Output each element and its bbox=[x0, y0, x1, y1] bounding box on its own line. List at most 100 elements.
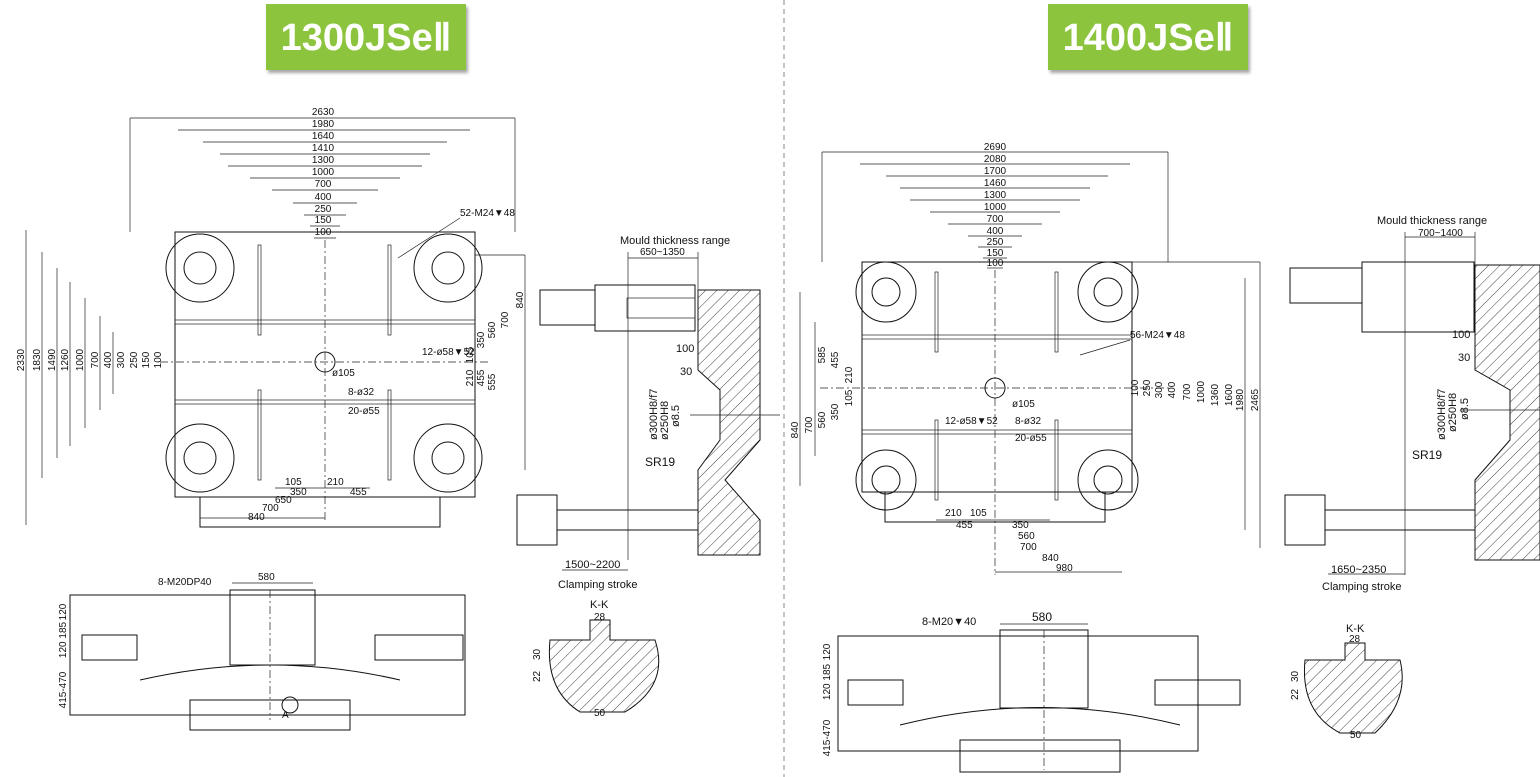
note-holes3: 20-ø55 bbox=[1015, 433, 1047, 444]
dim-height-1: 2330 bbox=[16, 348, 27, 371]
dim-height-3: 1490 bbox=[47, 348, 58, 371]
dim-right-5: 700 bbox=[1182, 383, 1193, 400]
section-w1: 28 bbox=[1349, 634, 1361, 645]
dim-bottom-4: 350 bbox=[290, 487, 307, 498]
dim-height-6: 700 bbox=[90, 351, 101, 368]
bottom-h1: 120 bbox=[822, 643, 833, 660]
dim-right-5: 105 bbox=[465, 346, 476, 363]
side-dia2: ø250H8 bbox=[659, 401, 671, 440]
note-holes3: 20-ø55 bbox=[348, 406, 380, 417]
side-dia3: ø8.5 bbox=[670, 405, 682, 427]
dim-right-1: 840 bbox=[515, 291, 526, 308]
bottom-tap: 8-M20DP40 bbox=[158, 577, 212, 588]
dim-width-9: 250 bbox=[315, 204, 332, 215]
right-right-dims: 100 250 300 400 700 1000 1360 1600 1980 … bbox=[1130, 261, 1261, 548]
dim-bottom-1: 210 bbox=[945, 508, 962, 519]
side-dia1: ø300H8/f7 bbox=[648, 389, 660, 440]
dim-right-7: 1360 bbox=[1210, 383, 1221, 406]
dim-bottom-5: 650 bbox=[275, 495, 292, 506]
note-holes1: 12-ø58▼52 bbox=[422, 347, 475, 358]
right-left-dims: 585 455 210 105 350 560 700 840 bbox=[790, 292, 855, 486]
dim-height-4: 1260 bbox=[60, 348, 71, 371]
dim-width-7: 700 bbox=[987, 214, 1004, 225]
dim-width-6: 1000 bbox=[312, 167, 335, 178]
dim-height-9: 250 bbox=[129, 351, 140, 368]
dim-left-2: 455 bbox=[830, 351, 841, 368]
dim-height-5: 1000 bbox=[75, 348, 86, 371]
left-bottom-dims: 105 210 455 350 650 700 840 bbox=[200, 477, 370, 523]
dim-left-8: 840 bbox=[790, 421, 801, 438]
bottom-h2: 120 185 bbox=[58, 621, 69, 658]
side-dia3: ø8.5 bbox=[1459, 398, 1471, 420]
clamping-stroke-label: Clamping stroke bbox=[1322, 581, 1401, 593]
dim-left-7: 700 bbox=[804, 416, 815, 433]
dim-left-4: 105 bbox=[844, 389, 855, 406]
dim-right-2: 700 bbox=[500, 311, 511, 328]
dim-right-4: 350 bbox=[476, 331, 487, 348]
dim-left-5: 350 bbox=[830, 403, 841, 420]
dim-height-11: 100 bbox=[153, 351, 164, 368]
right-side-view: Mould thickness range 700~1400 100 30 ø3… bbox=[1284, 215, 1540, 593]
dim-width-8: 400 bbox=[315, 192, 332, 203]
side-d100: 100 bbox=[1452, 329, 1470, 341]
dim-bottom-7: 840 bbox=[1042, 553, 1059, 564]
clamping-stroke: 1500~2200 bbox=[565, 559, 620, 571]
dim-bottom-3: 455 bbox=[956, 520, 973, 531]
section-h1: 30 bbox=[532, 648, 543, 660]
section-h2: 22 bbox=[532, 670, 543, 682]
left-side-view: Mould thickness range 650~1350 100 30 ø3… bbox=[516, 235, 780, 591]
section-h2: 22 bbox=[1290, 688, 1301, 700]
dim-width-10: 150 bbox=[315, 215, 332, 226]
right-notes: 56-M24▼48 12-ø58▼52 ø105 8-ø32 20-ø55 bbox=[945, 330, 1185, 444]
right-section-kk: K-K 28 30 22 50 bbox=[1290, 623, 1403, 741]
bottom-width: 580 bbox=[258, 572, 275, 583]
side-d100: 100 bbox=[676, 343, 694, 355]
note-holes2: 8-ø32 bbox=[1015, 416, 1042, 427]
side-dia2: ø250H8 bbox=[1447, 393, 1459, 432]
dim-right-8: 555 bbox=[487, 373, 498, 390]
dim-width-3: 1700 bbox=[984, 166, 1007, 177]
dim-width-11: 100 bbox=[987, 258, 1004, 269]
dim-height-10: 150 bbox=[141, 351, 152, 368]
bottom-marker: A bbox=[282, 710, 289, 721]
dim-right-8: 1600 bbox=[1224, 383, 1235, 406]
right-bottom-dims: 210 105 455 350 560 700 840 980 bbox=[936, 508, 1122, 574]
left-bottom-view: 580 8-M20DP40 120 120 185 415-470 A bbox=[58, 572, 466, 731]
side-sr: SR19 bbox=[1412, 448, 1442, 462]
dim-left-6: 560 bbox=[817, 411, 828, 428]
note-tap: 56-M24▼48 bbox=[1130, 330, 1185, 341]
dim-height-7: 400 bbox=[103, 351, 114, 368]
dim-height-2: 1830 bbox=[32, 348, 43, 371]
left-height-dims: 2330 1830 1490 1260 1000 700 400 300 250… bbox=[16, 230, 164, 525]
dim-width-1: 2690 bbox=[984, 142, 1007, 153]
right-bottom-view: 580 8-M20▼40 120 120 185 415-470 bbox=[822, 610, 1241, 773]
dim-right-6: 1000 bbox=[1196, 380, 1207, 403]
bottom-tap: 8-M20▼40 bbox=[922, 616, 976, 628]
clamping-stroke: 1650~2350 bbox=[1331, 564, 1386, 576]
dim-right-1: 100 bbox=[1130, 379, 1141, 396]
dim-width-4: 1410 bbox=[312, 143, 335, 154]
dim-right-3: 300 bbox=[1154, 381, 1165, 398]
dim-left-1: 585 bbox=[817, 346, 828, 363]
clamping-stroke-label: Clamping stroke bbox=[558, 579, 637, 591]
note-tap: 52-M24▼48 bbox=[460, 208, 515, 219]
note-holes2: 8-ø32 bbox=[348, 387, 375, 398]
side-d30: 30 bbox=[680, 366, 692, 378]
left-right-dims: 840 700 560 350 105 210 455 555 bbox=[465, 254, 526, 470]
dim-width-5: 1300 bbox=[984, 190, 1007, 201]
dim-width-5: 1300 bbox=[312, 155, 335, 166]
dim-right-9: 1980 bbox=[1235, 388, 1246, 411]
dim-width-8: 400 bbox=[987, 226, 1004, 237]
note-holes1: 12-ø58▼52 bbox=[945, 416, 998, 427]
dim-bottom-7: 840 bbox=[248, 512, 265, 523]
dim-right-7: 455 bbox=[476, 369, 487, 386]
left-platen-front-view bbox=[160, 231, 490, 528]
section-title: K-K bbox=[590, 599, 609, 611]
side-sr: SR19 bbox=[645, 455, 675, 469]
dim-right-4: 400 bbox=[1167, 381, 1178, 398]
dim-bottom-8: 980 bbox=[1056, 563, 1073, 574]
bottom-h3: 415-470 bbox=[58, 671, 69, 708]
note-hole-center: ø105 bbox=[1012, 399, 1035, 410]
bottom-h3: 415-470 bbox=[822, 719, 833, 756]
